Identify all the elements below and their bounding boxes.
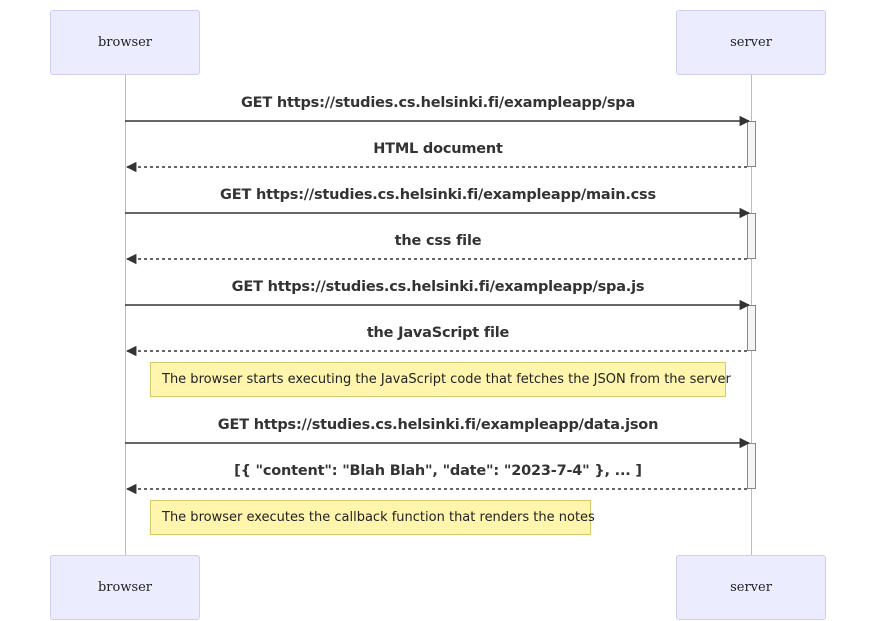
- server-actor-bottom: server: [676, 555, 826, 620]
- server-activation: [747, 213, 756, 259]
- message-label: the JavaScript file: [366, 325, 510, 341]
- browser-actor-bottom: browser: [50, 555, 200, 620]
- message-label: GET https://studies.cs.helsinki.fi/examp…: [240, 95, 636, 111]
- message-label: GET https://studies.cs.helsinki.fi/examp…: [220, 187, 656, 203]
- browser-lifeline: [125, 75, 126, 555]
- server-activation: [747, 443, 756, 489]
- message-label: HTML document: [373, 141, 503, 157]
- note-box: The browser executes the callback functi…: [150, 500, 595, 535]
- note-box: The browser starts executing the JavaScr…: [150, 362, 731, 397]
- message-label: GET https://studies.cs.helsinki.fi/examp…: [217, 417, 659, 433]
- message-label: GET https://studies.cs.helsinki.fi/examp…: [231, 279, 645, 295]
- browser-actor-top: browser: [50, 10, 200, 75]
- server-activation: [747, 305, 756, 351]
- message-label: the css file: [394, 233, 482, 249]
- server-actor-top: server: [676, 10, 826, 75]
- server-activation: [747, 121, 756, 167]
- message-label: [{ "content": "Blah Blah", "date": "2023…: [234, 463, 642, 479]
